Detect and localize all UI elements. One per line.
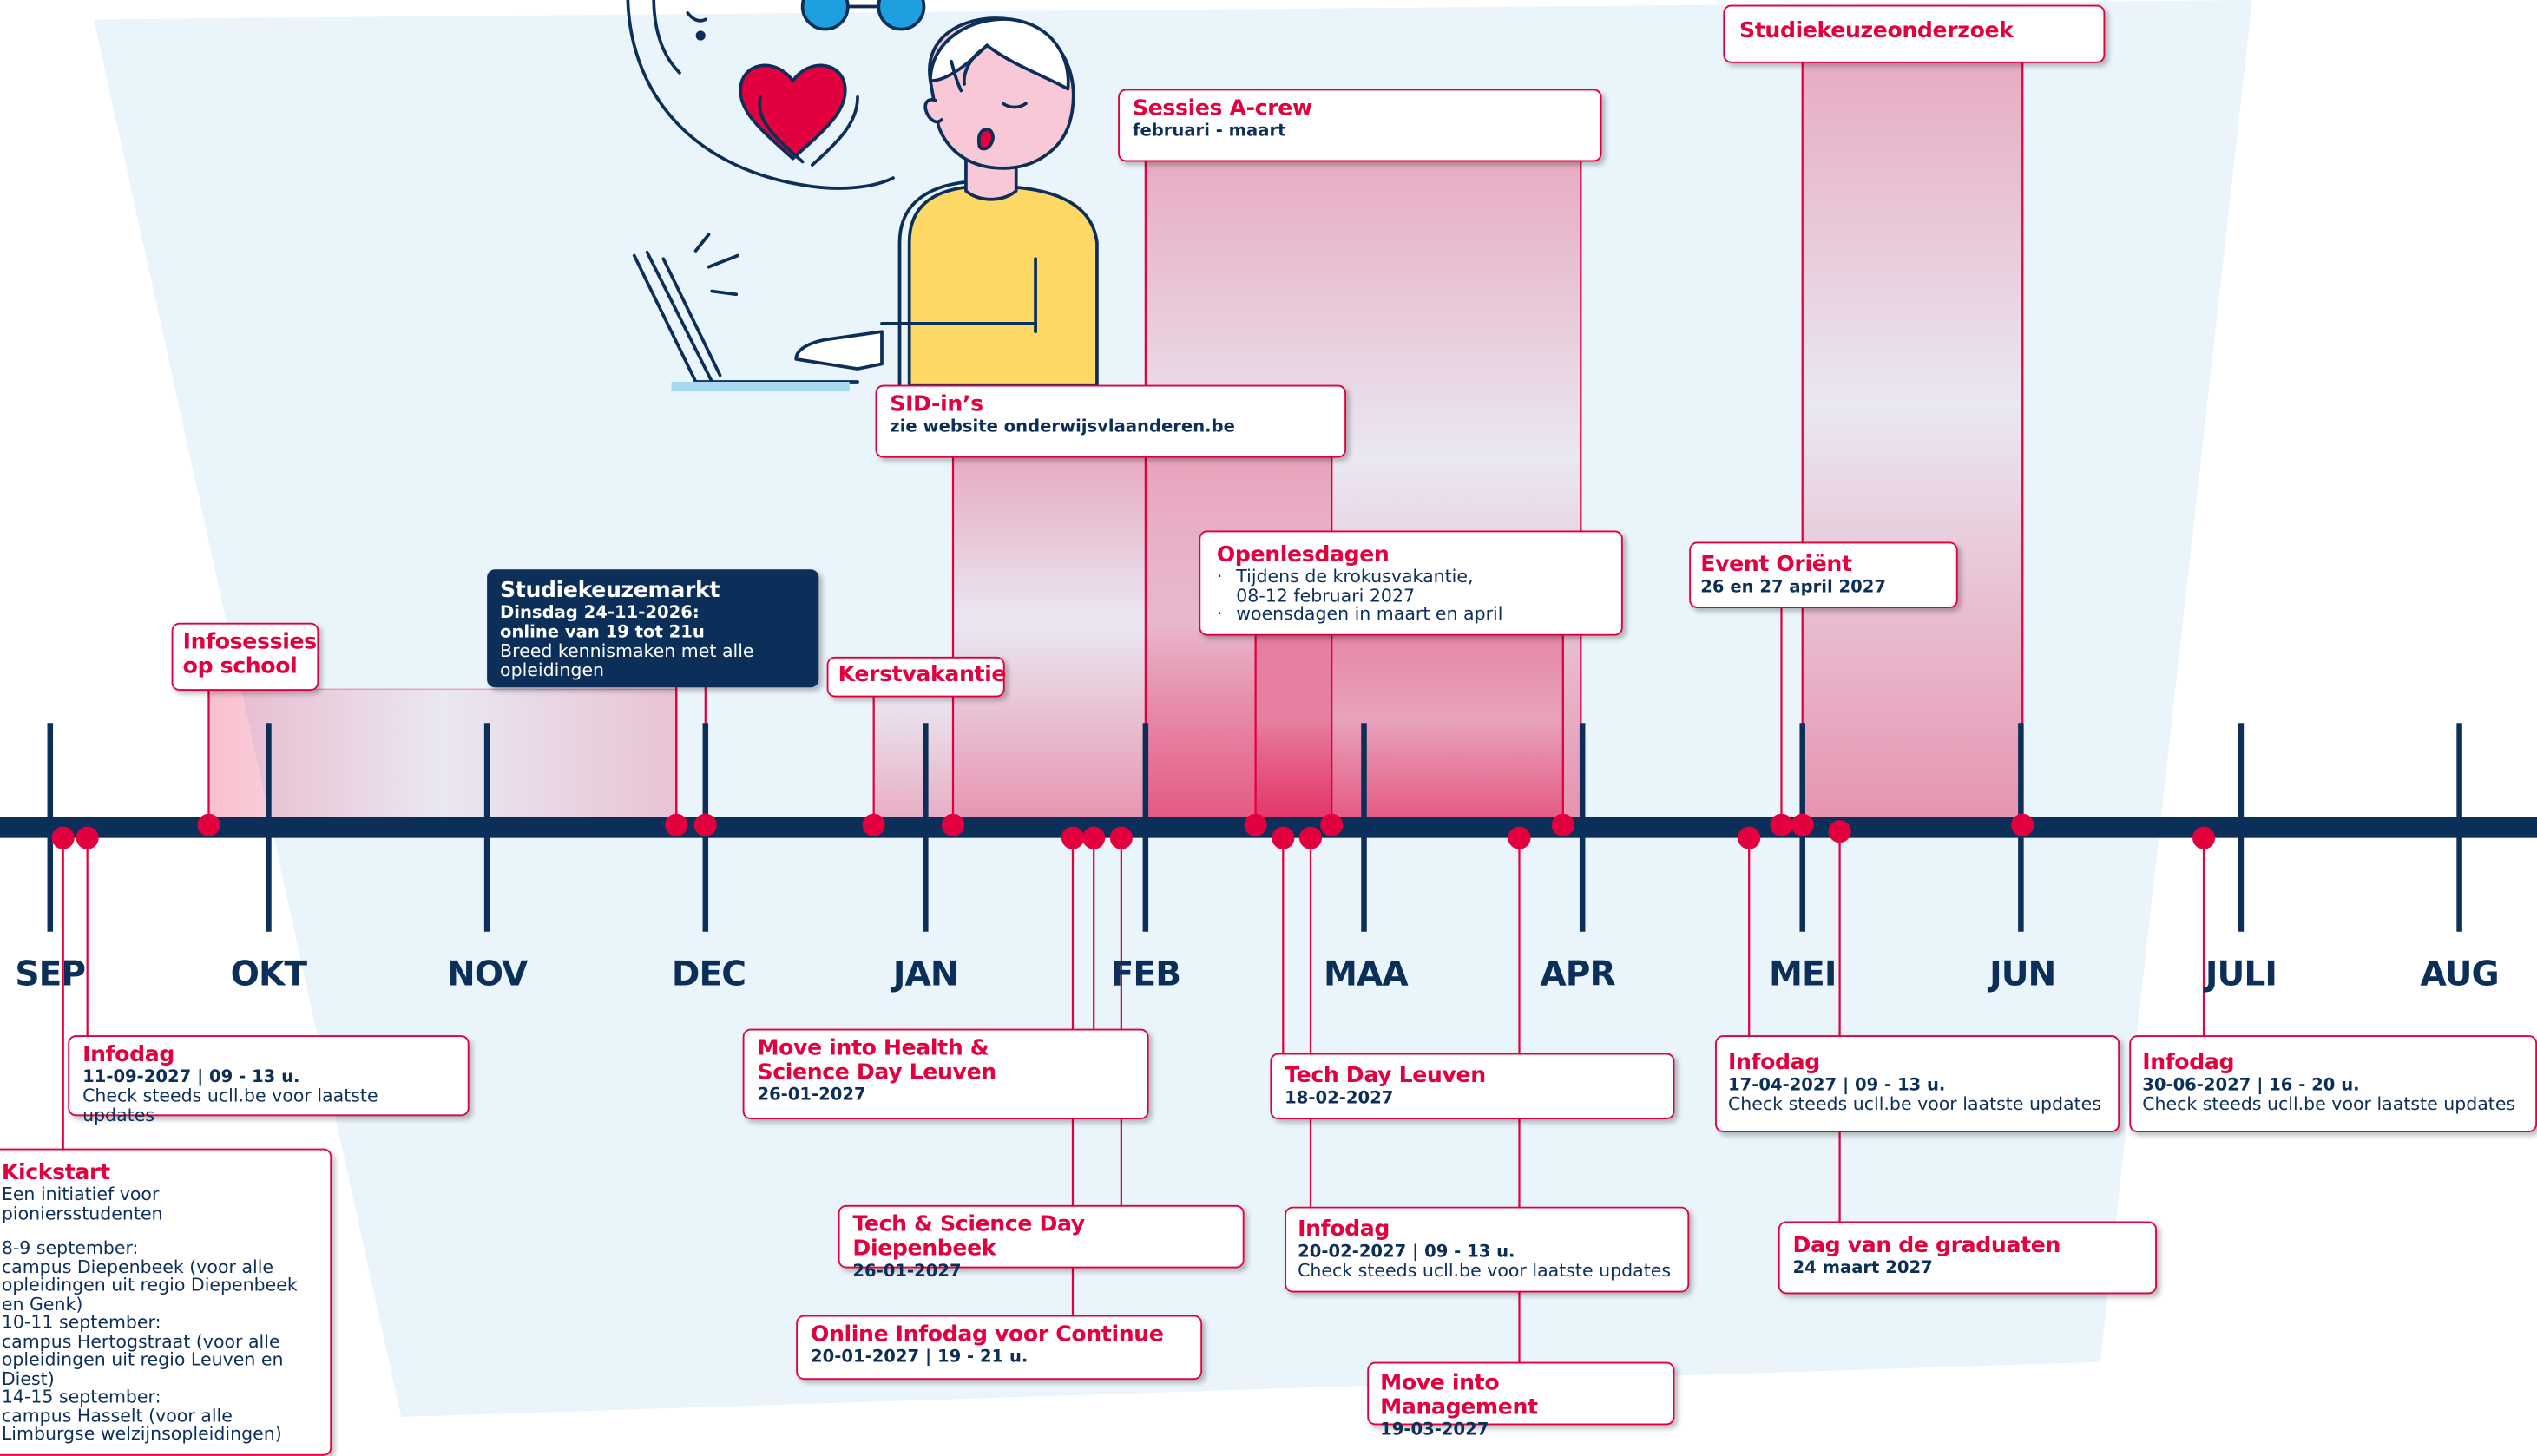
kickstart-intro: Een initiatief voor pioniersstudenten xyxy=(1,1184,163,1224)
sid-ins-title: SID-in’s xyxy=(890,391,983,417)
kickstart-date-2: 10-11 september: xyxy=(1,1311,161,1334)
tech-day-box: Tech Day Leuven 18-02-2027 xyxy=(1270,1053,1675,1120)
month-label-jan: JAN xyxy=(892,954,959,994)
studiekeuzemarkt-subtitle: Dinsdag 24-11-2026: online van 19 tot 21… xyxy=(500,603,705,643)
kerstvakantie-box: Kerstvakantie xyxy=(826,656,1007,698)
kickstart-date-2-body: campus Hertogstraat (voor alle opleiding… xyxy=(1,1330,284,1389)
event-orient-box: Event Oriënt 26 en 27 april 2027 xyxy=(1689,541,1958,608)
sid-ins-subtitle: zie website onderwijsvlaanderen.be xyxy=(890,416,1235,437)
sid-ins-box: SID-in’s zie website onderwijsvlaanderen… xyxy=(875,384,1347,458)
tech-day-title: Tech Day Leuven xyxy=(1285,1062,1486,1089)
kickstart-date-3: 14-15 september: xyxy=(1,1386,161,1407)
openlesdagen-box: Openlesdagen Tijdens de krokusvakantie, … xyxy=(1199,530,1623,636)
infosessies-box: Infosessies op school xyxy=(171,622,319,692)
month-label-maa: MAA xyxy=(1324,954,1409,994)
move-mgmt-title: Move into Management xyxy=(1380,1369,1538,1420)
tech-science-subtitle: 26-01-2027 xyxy=(852,1262,962,1282)
studiekeuzemarkt-body: Breed kennismaken met alle opleidingen xyxy=(500,640,754,681)
heart-icon xyxy=(739,63,859,167)
month-label-mei: MEI xyxy=(1768,954,1837,994)
event-range-studiekeuzeonderzoek xyxy=(1801,61,2024,825)
kerstvakantie-title: Kerstvakantie xyxy=(838,661,1007,688)
openlesdagen-item: Tijdens de krokusvakantie, 08-12 februar… xyxy=(1217,567,1495,605)
infosessies-title: Infosessies op school xyxy=(182,629,317,679)
event-range-openlesdagen xyxy=(1254,633,1564,825)
studiekeuzeonderzoek-title: Studiekeuzeonderzoek xyxy=(1739,17,2014,44)
kickstart-date-3-body: campus Hasselt (voor alle Limburgse welz… xyxy=(1,1405,282,1445)
month-label-dec: DEC xyxy=(671,954,746,994)
infodag-sep-box: Infodag 11-09-2027 | 09 - 13 u. Check st… xyxy=(68,1035,470,1125)
studiekeuzeonderzoek-box: Studiekeuzeonderzoek xyxy=(1723,4,2106,63)
dag-graduaten-title: Dag van de graduaten xyxy=(1792,1232,2061,1259)
tech-science-box: Tech & Science Day Diepenbeek 26-01-2027 xyxy=(838,1204,1245,1281)
month-label-juli: JULI xyxy=(2205,954,2277,994)
online-infodag-title: Online Infodag voor Continue xyxy=(810,1322,1164,1348)
tech-science-title: Tech & Science Day Diepenbeek xyxy=(852,1211,1085,1263)
student-illustration xyxy=(626,0,1099,392)
kickstart-title: Kickstart xyxy=(1,1159,110,1186)
infodag-sep-body: Check steeds ucll.be voor laatste update… xyxy=(82,1085,378,1126)
infodag-jun-box: Infodag 30-06-2027 | 16 - 20 u. Check st… xyxy=(2129,1035,2537,1132)
event-range-kerstvakantie xyxy=(872,695,954,825)
move-health-subtitle: 26-01-2027 xyxy=(757,1085,866,1105)
month-label-feb: FEB xyxy=(1110,954,1181,994)
glasses-icon xyxy=(800,0,926,31)
kickstart-box: Kickstart Een initiatief voor pioniersst… xyxy=(0,1148,332,1456)
event-dots xyxy=(51,813,2216,849)
infodag-feb-body: Check steeds ucll.be voor laatste update… xyxy=(1298,1260,1672,1282)
online-infodag-subtitle: 20-01-2027 | 19 - 21 u. xyxy=(810,1347,1029,1367)
month-label-sep: SEP xyxy=(15,954,86,994)
move-mgmt-subtitle: 19-03-2027 xyxy=(1380,1420,1489,1440)
infodag-feb-box: Infodag 20-02-2027 | 09 - 13 u. Check st… xyxy=(1285,1206,1690,1293)
infodag-jun-subtitle: 30-06-2027 | 16 - 20 u. xyxy=(2142,1075,2360,1096)
month-label-aug: AUG xyxy=(2420,954,2499,994)
timeline-axis xyxy=(0,817,2537,838)
infodag-jun-title: Infodag xyxy=(2142,1049,2235,1076)
sessies-acrew-subtitle: februari - maart xyxy=(1132,121,1286,141)
studiekeuzemarkt-title: Studiekeuzemarkt xyxy=(500,577,720,604)
event-orient-title: Event Oriënt xyxy=(1700,551,1852,578)
month-label-okt: OKT xyxy=(230,954,307,994)
sessies-acrew-box: Sessies A-crew februari - maart xyxy=(1118,89,1602,162)
month-label-jun: JUN xyxy=(1989,954,2056,994)
sessies-acrew-title: Sessies A-crew xyxy=(1132,95,1312,121)
dag-graduaten-subtitle: 24 maart 2027 xyxy=(1792,1258,1933,1278)
infodag-feb-subtitle: 20-02-2027 | 09 - 13 u. xyxy=(1298,1242,1515,1263)
online-infodag-box: Online Infodag voor Continue 20-01-2027 … xyxy=(796,1315,1203,1381)
move-health-box: Move into Health & Science Day Leuven 26… xyxy=(742,1028,1149,1120)
month-label-apr: APR xyxy=(1540,954,1615,994)
studiekeuzemarkt-box: Studiekeuzemarkt Dinsdag 24-11-2026: onl… xyxy=(487,569,819,688)
infodag-apr-title: Infodag xyxy=(1727,1049,1820,1076)
move-health-title: Move into Health & Science Day Leuven xyxy=(757,1035,996,1085)
openlesdagen-item: woensdagen in maart en april xyxy=(1217,605,1605,623)
kickstart-date-1: 8-9 september: xyxy=(1,1237,139,1259)
infodag-sep-title: Infodag xyxy=(82,1041,175,1068)
infodag-apr-box: Infodag 17-04-2027 | 09 - 13 u. Check st… xyxy=(1715,1035,2120,1132)
openlesdagen-list: Tijdens de krokusvakantie, 08-12 februar… xyxy=(1217,567,1605,623)
infodag-apr-body: Check steeds ucll.be voor laatste update… xyxy=(1727,1093,2101,1115)
event-orient-subtitle: 26 en 27 april 2027 xyxy=(1700,577,1887,597)
move-mgmt-box: Move into Management 19-03-2027 xyxy=(1367,1361,1675,1440)
kickstart-date-1-body: campus Diepenbeek (voor alle opleidingen… xyxy=(1,1256,298,1315)
event-range-infosessies xyxy=(207,688,678,825)
dag-graduaten-box: Dag van de graduaten 24 maart 2027 xyxy=(1778,1221,2157,1295)
infodag-jun-body: Check steeds ucll.be voor laatste update… xyxy=(2142,1093,2516,1115)
infodag-feb-title: Infodag xyxy=(1298,1216,1390,1243)
infodag-apr-subtitle: 17-04-2027 | 09 - 13 u. xyxy=(1727,1075,1946,1096)
openlesdagen-title: Openlesdagen xyxy=(1216,541,1390,568)
month-label-nov: NOV xyxy=(446,954,528,994)
infodag-sep-subtitle: 11-09-2027 | 09 - 13 u. xyxy=(82,1067,300,1087)
tech-day-subtitle: 18-02-2027 xyxy=(1285,1088,1394,1108)
